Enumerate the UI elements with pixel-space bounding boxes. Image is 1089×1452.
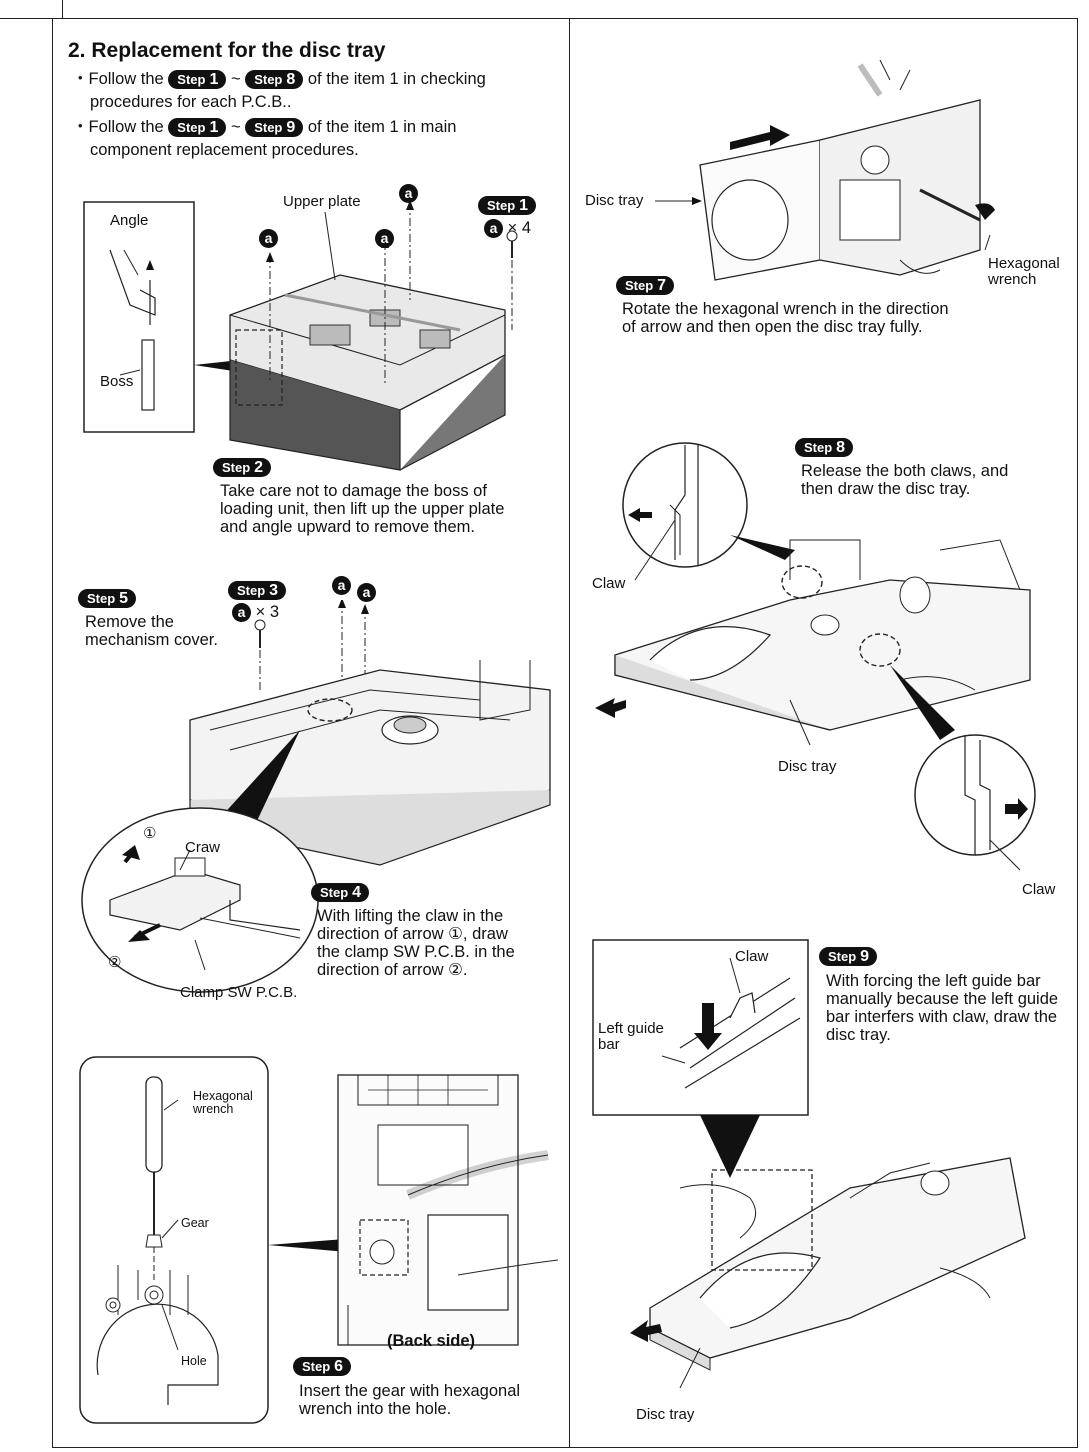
- section-title: 2. Replacement for the disc tray: [68, 39, 386, 62]
- page-corner-box: [0, 0, 63, 19]
- upper-plate-label: Upper plate: [283, 193, 361, 210]
- clamp-sw-label: Clamp SW P.C.B.: [180, 984, 298, 1001]
- step-8-text: Release the both claws, and then draw th…: [801, 462, 1009, 498]
- hole-label: Hole: [181, 1354, 207, 1368]
- gear-insertion-illustration: [79, 1056, 558, 1424]
- column-divider: [569, 18, 570, 1448]
- disc-tray-label-1: Disc tray: [585, 192, 644, 209]
- disc-tray-open-illustration: [655, 60, 995, 281]
- step-9-text: With forcing the left guide bar manually…: [826, 972, 1059, 1044]
- bullet-2-prefix: ・Follow the: [72, 118, 164, 136]
- gear-label: Gear: [181, 1216, 209, 1230]
- step-1-qty: a × 4: [484, 219, 531, 238]
- upper-plate-illustration: [83, 200, 518, 471]
- circled-1-label: ①: [143, 825, 157, 842]
- left-guide-bar-label: Left guide bar: [598, 1020, 664, 1053]
- bullet-1-prefix: ・Follow the: [72, 70, 164, 88]
- step-3-qty: a × 3: [232, 603, 279, 622]
- marker-a: a: [484, 219, 503, 238]
- angle-label: Angle: [110, 212, 149, 229]
- bullet-1-line2: procedures for each P.C.B..: [90, 93, 292, 111]
- back-side-label: (Back side): [387, 1332, 476, 1350]
- step-6-text: Insert the gear with hexagonal wrench in…: [299, 1382, 521, 1418]
- craw-label: Craw: [185, 839, 221, 856]
- disc-tray-label-3: Disc tray: [636, 1406, 695, 1423]
- tilde: ~: [230, 118, 241, 136]
- disc-tray-label-2: Disc tray: [778, 758, 837, 775]
- page-frame: [52, 18, 1078, 1448]
- marker-a: a: [357, 583, 376, 602]
- marker-a: a: [375, 229, 394, 248]
- step-7-text: Rotate the hexagonal wrench in the direc…: [622, 300, 949, 336]
- step-2-text: Take care not to damage the boss of load…: [220, 482, 505, 536]
- marker-a: a: [332, 576, 351, 595]
- boss-label: Boss: [100, 373, 134, 390]
- bullet-2-line2: component replacement procedures.: [90, 141, 359, 159]
- bullet-1-suffix: of the item 1 in checking: [307, 70, 486, 88]
- circled-2-label: ②: [108, 954, 122, 971]
- step-4-text: With lifting the claw in the direction o…: [317, 907, 515, 979]
- hex-wrench-label-2: Hexagonal wrench: [988, 255, 1060, 288]
- disc-tray-draw-illustration: [595, 442, 1036, 871]
- claw-label-1: Claw: [592, 575, 626, 592]
- marker-a: a: [232, 603, 251, 622]
- marker-a: a: [399, 184, 418, 203]
- claw-label-2: Claw: [1022, 881, 1056, 898]
- hex-wrench-label: Hexagonal wrench: [193, 1089, 253, 1116]
- left-guide-bar-illustration: [592, 939, 1026, 1389]
- mechanism-cover-illustration: [81, 600, 551, 993]
- tilde: ~: [230, 70, 241, 88]
- bullet-2-suffix: of the item 1 in main: [307, 118, 457, 136]
- claw-label-3: Claw: [735, 948, 769, 965]
- marker-a: a: [259, 229, 278, 248]
- step-5-text: Remove the mechanism cover.: [85, 613, 218, 649]
